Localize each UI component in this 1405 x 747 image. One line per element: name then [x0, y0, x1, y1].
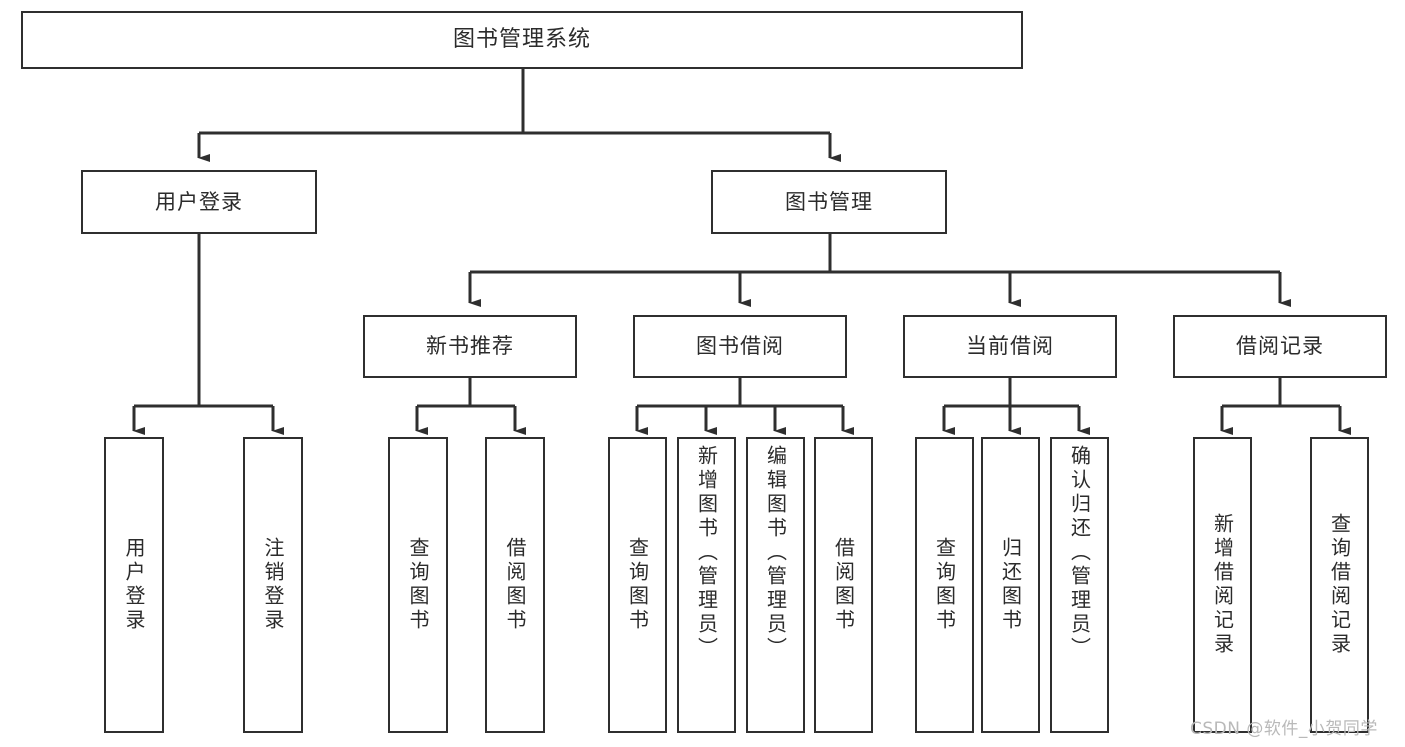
node-label: 确认归还（管理员）	[1067, 445, 1092, 661]
node-label: 当前借阅	[966, 334, 1054, 359]
node-user-login[interactable]: 用户登录	[81, 170, 317, 234]
node-label: 查询图书	[932, 537, 957, 633]
node-root[interactable]: 图书管理系统	[21, 11, 1023, 69]
leaf-borrow-book-1[interactable]: 借阅图书	[485, 437, 545, 733]
node-label: 新增借阅记录	[1210, 513, 1235, 657]
node-label: 新书推荐	[426, 334, 514, 359]
node-label: 图书借阅	[696, 334, 784, 359]
leaf-edit-book[interactable]: 编辑图书（管理员）	[746, 437, 805, 733]
node-label: 图书管理	[785, 189, 873, 214]
leaf-borrow-book-2[interactable]: 借阅图书	[814, 437, 873, 733]
node-book-manage[interactable]: 图书管理	[711, 170, 947, 234]
leaf-logout-login[interactable]: 注销登录	[243, 437, 303, 733]
node-label: 归还图书	[998, 537, 1023, 633]
node-label: 查询借阅记录	[1327, 513, 1352, 657]
node-label: 借阅图书	[503, 537, 527, 633]
leaf-query-book-1[interactable]: 查询图书	[388, 437, 448, 733]
leaf-confirm-return[interactable]: 确认归还（管理员）	[1050, 437, 1109, 733]
node-current-borrow[interactable]: 当前借阅	[903, 315, 1117, 378]
leaf-query-book-3[interactable]: 查询图书	[915, 437, 974, 733]
node-label: 用户登录	[122, 537, 146, 633]
node-label: 用户登录	[155, 189, 243, 214]
leaf-user-login[interactable]: 用户登录	[104, 437, 164, 733]
watermark-text: CSDN @软件_小贺同学	[1190, 719, 1378, 739]
node-book-borrow[interactable]: 图书借阅	[633, 315, 847, 378]
node-label: 新增图书（管理员）	[694, 445, 719, 661]
leaf-query-book-2[interactable]: 查询图书	[608, 437, 667, 733]
node-label: 查询图书	[406, 537, 430, 633]
leaf-return-book[interactable]: 归还图书	[981, 437, 1040, 733]
node-label: 注销登录	[261, 537, 285, 633]
node-label: 编辑图书（管理员）	[763, 445, 788, 661]
node-label: 查询图书	[625, 537, 650, 633]
node-label: 借阅记录	[1236, 334, 1324, 359]
leaf-add-record[interactable]: 新增借阅记录	[1193, 437, 1252, 733]
leaf-add-book[interactable]: 新增图书（管理员）	[677, 437, 736, 733]
node-new-book-recommend[interactable]: 新书推荐	[363, 315, 577, 378]
node-label: 借阅图书	[831, 537, 856, 633]
node-borrow-record[interactable]: 借阅记录	[1173, 315, 1387, 378]
node-label: 图书管理系统	[452, 27, 591, 53]
leaf-query-record[interactable]: 查询借阅记录	[1310, 437, 1369, 733]
